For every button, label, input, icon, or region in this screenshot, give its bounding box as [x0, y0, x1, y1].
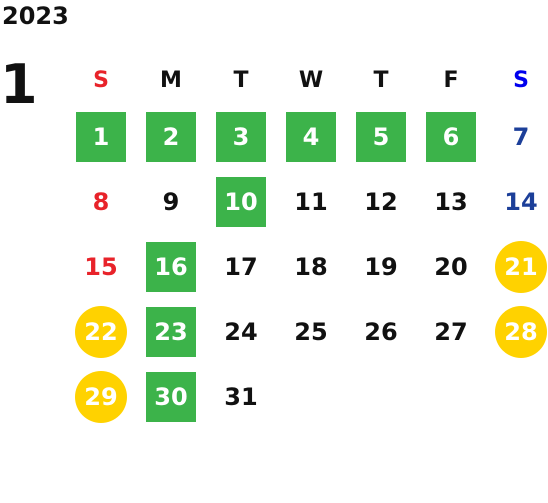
day-cell: 27	[416, 299, 486, 364]
day-cell: 21	[486, 234, 548, 299]
day-cell	[276, 364, 346, 429]
day-25[interactable]: 25	[294, 317, 328, 346]
day-13[interactable]: 13	[434, 187, 468, 216]
month-label: 1	[0, 53, 38, 116]
day-26[interactable]: 26	[364, 317, 398, 346]
day-14[interactable]: 14	[504, 187, 538, 216]
day-6[interactable]: 6	[426, 111, 476, 162]
day-29[interactable]: 29	[75, 370, 127, 423]
day-5[interactable]: 5	[356, 111, 406, 162]
day-cell	[486, 364, 548, 429]
day-cell: 2	[136, 104, 206, 169]
weekday-header-sun: S	[93, 67, 109, 93]
day-22[interactable]: 22	[75, 305, 127, 358]
day-cell	[346, 364, 416, 429]
day-cell: 13	[416, 169, 486, 234]
weekday-header-sat: S	[513, 67, 529, 93]
day-1[interactable]: 1	[76, 111, 126, 162]
day-empty	[356, 372, 406, 422]
weekday-header-mon: M	[160, 67, 182, 93]
day-cell: 1	[66, 104, 136, 169]
day-27[interactable]: 27	[434, 317, 468, 346]
day-12[interactable]: 12	[364, 187, 398, 216]
weekday-header-fri: F	[443, 67, 459, 93]
day-cell: 11	[276, 169, 346, 234]
day-empty	[426, 372, 476, 422]
day-cell: 9	[136, 169, 206, 234]
day-20[interactable]: 20	[434, 252, 468, 281]
day-8[interactable]: 8	[92, 187, 110, 216]
day-4[interactable]: 4	[286, 111, 336, 162]
day-23[interactable]: 23	[146, 306, 196, 357]
day-cell: 22	[66, 299, 136, 364]
day-9[interactable]: 9	[162, 187, 180, 216]
day-cell: 31	[206, 364, 276, 429]
day-11[interactable]: 11	[294, 187, 328, 216]
day-cell: 20	[416, 234, 486, 299]
day-cell: 30	[136, 364, 206, 429]
day-cell: 17	[206, 234, 276, 299]
day-empty	[496, 372, 546, 422]
weekday-header-tue: T	[233, 67, 249, 93]
weekday-header-wed: W	[298, 67, 324, 93]
day-cell: 5	[346, 104, 416, 169]
year-label: 2023	[2, 2, 69, 30]
day-cell: 25	[276, 299, 346, 364]
day-cell: 7	[486, 104, 548, 169]
day-10[interactable]: 10	[216, 176, 266, 227]
day-cell: 15	[66, 234, 136, 299]
day-3[interactable]: 3	[216, 111, 266, 162]
day-cell: 8	[66, 169, 136, 234]
day-30[interactable]: 30	[146, 371, 196, 422]
day-cell: 6	[416, 104, 486, 169]
day-2[interactable]: 2	[146, 111, 196, 162]
day-cell: 16	[136, 234, 206, 299]
day-cell: 28	[486, 299, 548, 364]
day-19[interactable]: 19	[364, 252, 398, 281]
day-cell: 19	[346, 234, 416, 299]
day-cell: 4	[276, 104, 346, 169]
day-cell	[416, 364, 486, 429]
day-7[interactable]: 7	[512, 122, 530, 151]
day-17[interactable]: 17	[224, 252, 258, 281]
day-cell: 26	[346, 299, 416, 364]
day-16[interactable]: 16	[146, 241, 196, 292]
day-28[interactable]: 28	[495, 305, 547, 358]
day-cell: 24	[206, 299, 276, 364]
day-cell: 23	[136, 299, 206, 364]
day-cell: 12	[346, 169, 416, 234]
day-empty	[286, 372, 336, 422]
day-cell: 18	[276, 234, 346, 299]
day-21[interactable]: 21	[495, 240, 547, 293]
day-cell: 3	[206, 104, 276, 169]
day-18[interactable]: 18	[294, 252, 328, 281]
day-24[interactable]: 24	[224, 317, 258, 346]
day-31[interactable]: 31	[224, 382, 258, 411]
day-cell: 29	[66, 364, 136, 429]
day-15[interactable]: 15	[84, 252, 118, 281]
weekday-header-thu: T	[373, 67, 389, 93]
day-cell: 10	[206, 169, 276, 234]
day-cell: 14	[486, 169, 548, 234]
